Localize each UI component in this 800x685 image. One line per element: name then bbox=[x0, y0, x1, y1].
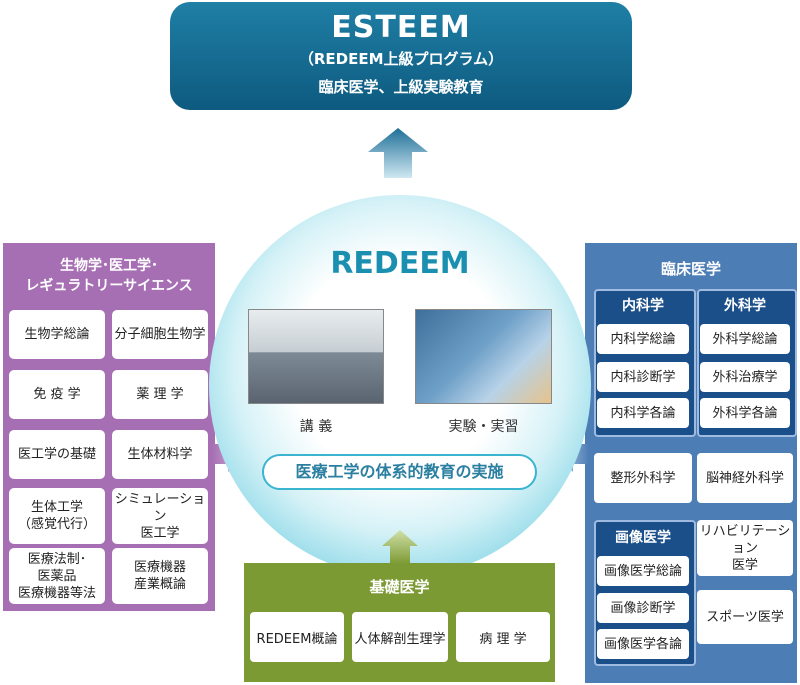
left-panel-item: 医療機器産業概論 bbox=[112, 548, 208, 604]
imaging-item: 画像診断学 bbox=[597, 593, 689, 623]
internal-medicine-item: 内科診断学 bbox=[597, 362, 689, 392]
left-panel-item-line: 生物学総論 bbox=[24, 327, 90, 342]
left-panel-item: 医工学の基礎 bbox=[9, 430, 105, 479]
left-panel-item-line: 医工学 bbox=[140, 525, 180, 541]
surgery-item: 外科学各論 bbox=[700, 398, 790, 428]
left-panel-item: 生体工学 （感覚代行） bbox=[9, 488, 105, 544]
rehabilitation-box: リハビリテーション 医学 bbox=[697, 520, 793, 576]
left-panel-title: 生物学･医工学･ レギュラトリーサイエンス bbox=[3, 256, 215, 296]
left-panel-item-line: 医工学の基礎 bbox=[17, 447, 96, 462]
left-panel-item-line: 薬 理 学 bbox=[136, 387, 184, 402]
internal-medicine-item: 内科学各論 bbox=[597, 398, 689, 428]
left-panel-item: 薬 理 学 bbox=[112, 370, 208, 419]
lecture-photo bbox=[248, 309, 384, 404]
bottom-panel-item: 人体解剖生理学 bbox=[352, 612, 448, 662]
surgery-heading: 外科学 bbox=[724, 298, 766, 314]
bottom-panel-item: 病 理 学 bbox=[456, 612, 550, 662]
bottom-panel-item: REDEEM概論 bbox=[250, 612, 344, 662]
redeem-title: REDEEM bbox=[330, 246, 470, 281]
rehabilitation-line: リハビリテーション bbox=[699, 523, 791, 556]
up-arrow-icon bbox=[382, 530, 418, 564]
left-panel-item-line: 免 疫 学 bbox=[33, 387, 81, 402]
esteem-subtitle: （REDEEM上級プログラム） bbox=[298, 50, 504, 68]
rehabilitation-line: 医学 bbox=[731, 557, 758, 573]
left-panel-item-line: 医療機器 bbox=[133, 560, 186, 575]
left-panel-item-line: 医療機器等法 bbox=[17, 585, 96, 601]
internal-medicine-heading: 内科学 bbox=[622, 298, 664, 314]
esteem-box: ESTEEM （REDEEM上級プログラム） 臨床医学、上級実験教育 bbox=[170, 2, 632, 110]
left-panel-title-line: 生物学･医工学･ bbox=[60, 258, 158, 274]
left-panel-title-line: レギュラトリーサイエンス bbox=[25, 278, 193, 294]
sports-medicine-box: スポーツ医学 bbox=[697, 590, 793, 644]
left-panel-item: 生物学総論 bbox=[9, 310, 105, 359]
esteem-title: ESTEEM bbox=[331, 10, 471, 45]
up-arrow-icon bbox=[368, 128, 428, 178]
left-panel-item-line: 医療法制･ bbox=[27, 551, 87, 567]
left-panel-item-line: 生体材料学 bbox=[127, 447, 193, 462]
imaging-item: 画像医学総論 bbox=[597, 556, 689, 586]
left-panel-item-line: 生体工学 bbox=[30, 500, 83, 515]
bottom-panel-title: 基礎医学 bbox=[369, 578, 430, 596]
orthopedics-box: 整形外科学 bbox=[594, 453, 692, 503]
left-panel-item-line: 医薬品 bbox=[37, 568, 77, 584]
left-panel-item: 免 疫 学 bbox=[9, 370, 105, 419]
left-panel-item-line: （感覚代行） bbox=[17, 517, 96, 532]
redeem-tagline: 医療工学の体系的教育の実施 bbox=[262, 454, 537, 490]
left-panel-item-line: 分子細胞生物学 bbox=[114, 327, 206, 342]
left-panel-item: 分子細胞生物学 bbox=[112, 310, 208, 359]
lab-label: 実験・実習 bbox=[448, 419, 519, 435]
surgery-item: 外科治療学 bbox=[700, 362, 790, 392]
left-panel-item: 生体材料学 bbox=[112, 430, 208, 479]
imaging-item: 画像医学各論 bbox=[597, 629, 689, 659]
left-panel-item-line: シミュレーション bbox=[114, 491, 206, 524]
right-panel-title: 臨床医学 bbox=[660, 260, 721, 278]
internal-medicine-item: 内科学総論 bbox=[597, 324, 689, 354]
left-panel-item: シミュレーション医工学 bbox=[112, 488, 208, 544]
neurosurgery-box: 脳神経外科学 bbox=[697, 453, 793, 503]
surgery-item: 外科学総論 bbox=[700, 324, 790, 354]
imaging-heading: 画像医学 bbox=[615, 530, 671, 546]
esteem-description: 臨床医学、上級実験教育 bbox=[318, 78, 484, 96]
left-panel-item: 医療法制･医薬品医療機器等法 bbox=[9, 548, 105, 604]
left-panel-item-line: 産業概論 bbox=[133, 577, 186, 592]
lecture-label: 講 義 bbox=[299, 419, 333, 435]
lab-photo bbox=[415, 309, 552, 404]
